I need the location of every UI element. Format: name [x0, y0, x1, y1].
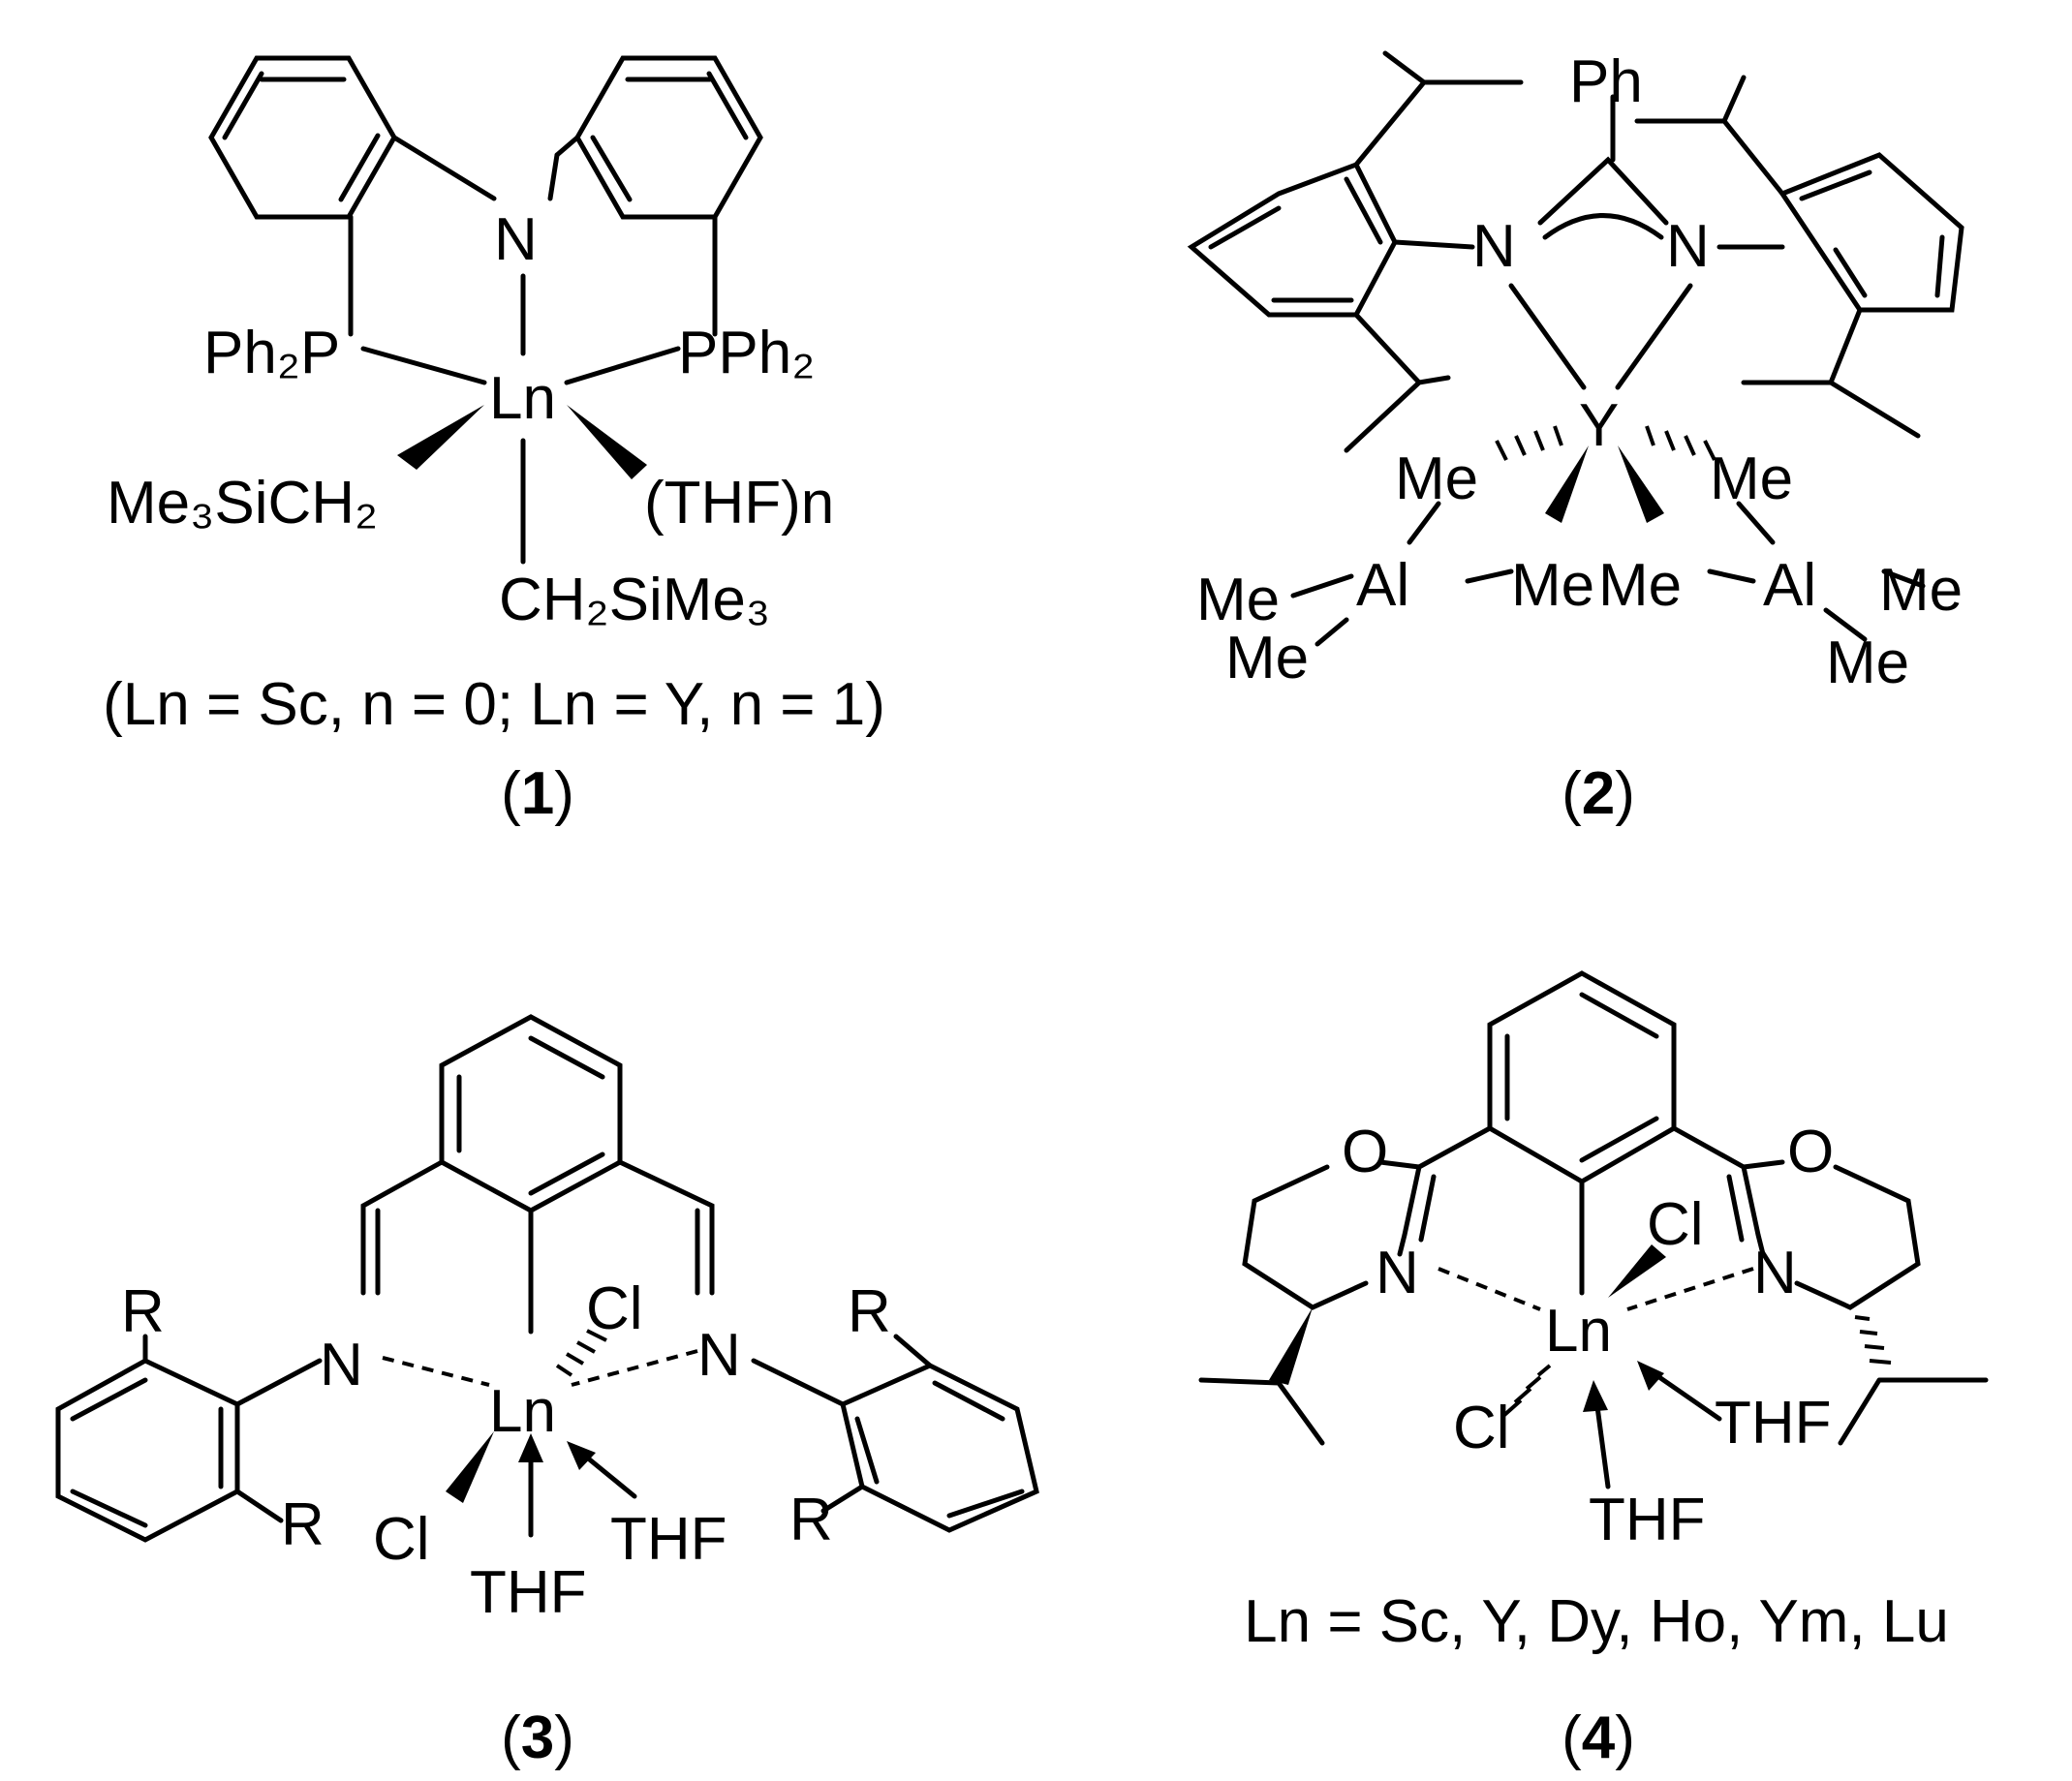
c4-n-left: N — [1376, 1240, 1419, 1306]
c3-cl-bottom: Cl — [373, 1506, 430, 1573]
c4-o-left: O — [1342, 1119, 1388, 1185]
compound-1: N Ph₂P PPh₂ Ln Me₃SiCH₂ (THF)n CH₂SiMe₃ … — [103, 55, 885, 827]
c2-me-bridge-tl: Me — [1395, 445, 1478, 512]
c2-n-left: N — [1472, 213, 1516, 280]
c4-number: 4 — [1582, 1704, 1616, 1771]
c3-n-right: N — [697, 1322, 741, 1389]
c2-me-bridge-bl: Me — [1511, 552, 1594, 619]
c3-r-bl: R — [281, 1491, 325, 1558]
c2-n-right: N — [1666, 213, 1710, 280]
c1-number: 1 — [521, 760, 554, 827]
c2-number: 2 — [1582, 760, 1615, 827]
c3-cl-top: Cl — [586, 1275, 643, 1342]
c1-note: (Ln = Sc, n = 0; Ln = Y, n = 1) — [103, 671, 885, 738]
c3-number-label: (3) — [501, 1704, 574, 1771]
c2-me-al-right2: Me — [1826, 629, 1909, 696]
c2-ph-label: Ph — [1569, 48, 1643, 115]
c3-r-tl: R — [121, 1278, 165, 1345]
c1-pph2-label: PPh₂ — [678, 320, 815, 386]
c3-ln-atom: Ln — [489, 1378, 556, 1445]
c2-number-label: (2) — [1562, 760, 1635, 827]
c4-ln-atom: Ln — [1545, 1298, 1612, 1365]
c2-me-bridge-br: Me — [1598, 552, 1682, 619]
compound-3: R R R R N N Ln Cl Cl THF THF (3) — [55, 1014, 1039, 1771]
compound-4: O O N N Ln Cl Cl THF THF Ln = Sc, Y, Dy,… — [1198, 970, 1989, 1771]
c4-number-label: (4) — [1562, 1704, 1635, 1771]
c4-o-right: O — [1787, 1119, 1834, 1185]
c1-n-atom: N — [494, 206, 538, 273]
c1-ln-atom: Ln — [489, 365, 556, 432]
c1-ph2p-label: Ph₂P — [203, 320, 340, 386]
c2-al-left: Al — [1356, 552, 1409, 619]
c2-me-al-left1: Me — [1196, 567, 1280, 633]
c3-number: 3 — [521, 1704, 554, 1771]
c3-r-br: R — [789, 1487, 833, 1553]
c4-cl-bottom: Cl — [1453, 1395, 1510, 1461]
c4-cl-top: Cl — [1647, 1191, 1704, 1258]
c3-thf-2: THF — [470, 1559, 587, 1626]
c1-bottom-substituent: CH₂SiMe₃ — [499, 567, 770, 633]
c2-al-right: Al — [1763, 552, 1816, 619]
c2-me-al-right1: Me — [1879, 557, 1963, 624]
c3-thf-1: THF — [610, 1506, 727, 1573]
c4-thf-2: THF — [1589, 1487, 1706, 1553]
c2-me-bridge-tr: Me — [1710, 445, 1793, 512]
c3-r-tr: R — [848, 1278, 891, 1345]
c4-thf-1: THF — [1715, 1390, 1832, 1457]
c4-n-right: N — [1753, 1240, 1797, 1306]
c1-left-substituent: Me₃SiCH₂ — [107, 470, 378, 537]
c4-note: Ln = Sc, Y, Dy, Ho, Ym, Lu — [1244, 1588, 1949, 1655]
c1-number-label: (1) — [501, 760, 574, 827]
c1-thf-n-label: (THF)n — [644, 470, 834, 537]
c2-me-al-left2: Me — [1225, 625, 1309, 691]
c3-n-left: N — [320, 1332, 363, 1398]
c2-y-atom: Y — [1579, 392, 1619, 459]
compound-2: Ph N N Y Me Me Me Me Al Al Me Me Me Me (… — [1187, 48, 1964, 827]
